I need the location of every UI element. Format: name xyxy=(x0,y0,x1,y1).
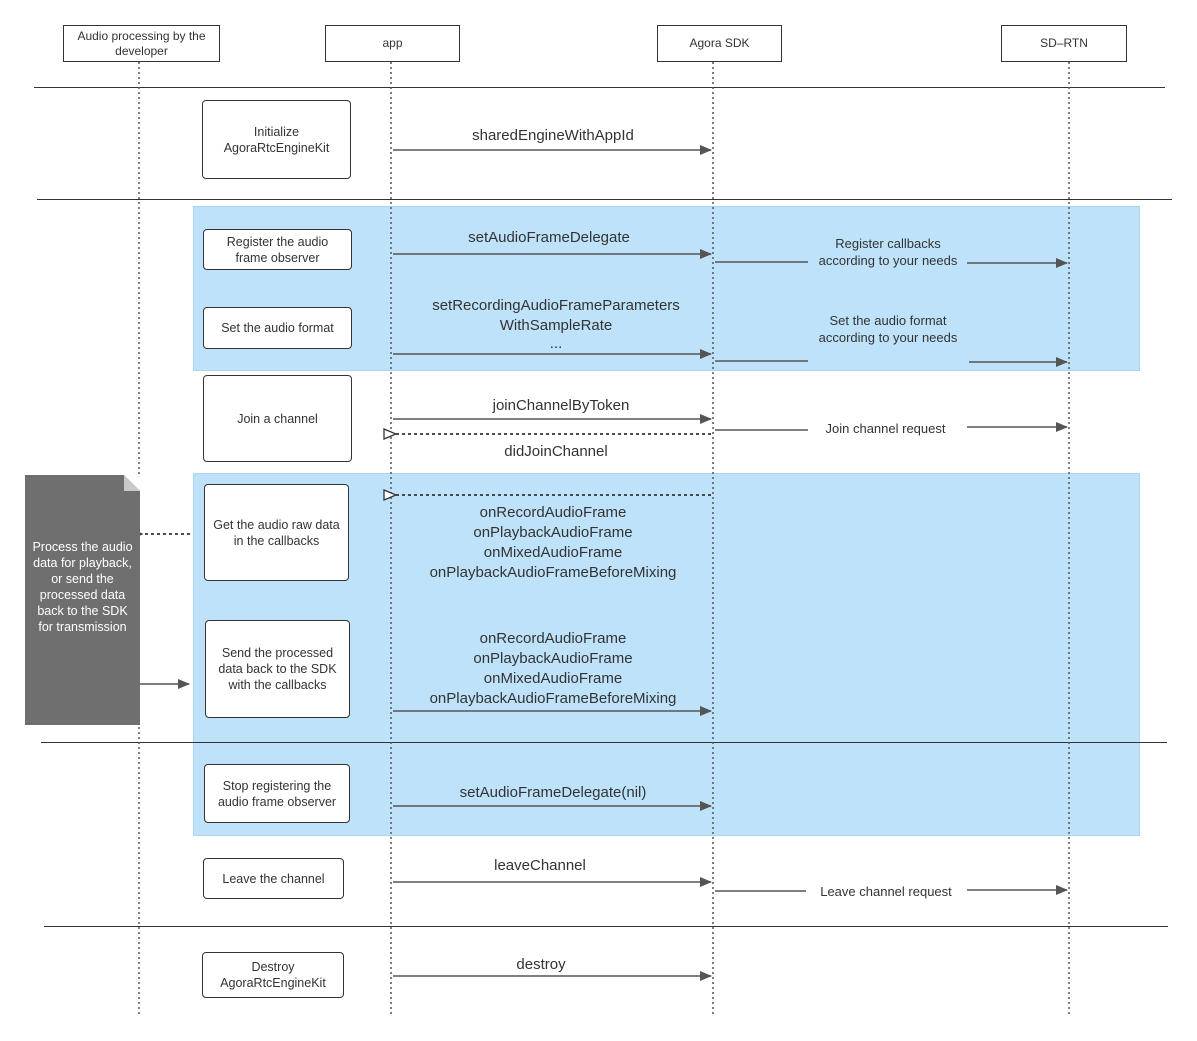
step-send-back: Send the processed data back to the SDK … xyxy=(205,620,350,718)
step-format-label: Set the audio format xyxy=(221,321,334,335)
participant-app-label: app xyxy=(382,36,403,50)
phase-separator xyxy=(34,87,1165,88)
msg-cb-mixed: onMixedAudioFrame xyxy=(483,544,623,561)
developer-process-note-text: Process the audio data for playback, or … xyxy=(32,540,133,634)
step-initialize: Initialize AgoraRtcEngineKit xyxy=(202,100,351,179)
developer-process-note: Process the audio data for playback, or … xyxy=(25,475,140,725)
participant-developer: Audio processing by the developer xyxy=(63,25,220,62)
participant-sdrtn-label: SD–RTN xyxy=(1040,36,1088,50)
msg-leave-channel: leaveChannel xyxy=(494,857,586,874)
note-join-request: Join channel request xyxy=(810,420,961,437)
step-destroy-label: Destroy AgoraRtcEngineKit xyxy=(220,960,326,990)
msg-cb-record: onRecordAudioFrame xyxy=(479,504,627,521)
msg-cb-playback: onPlaybackAudioFrame xyxy=(473,650,633,667)
phase-separator xyxy=(44,926,1168,927)
step-get-raw-label: Get the audio raw data in the callbacks xyxy=(213,517,340,548)
step-stop-registering: Stop registering the audio frame observe… xyxy=(204,764,350,823)
note-folded-corner xyxy=(124,475,140,491)
msg-cb-playback: onPlaybackAudioFrame xyxy=(473,524,633,541)
step-register-label: Register the audio frame observer xyxy=(226,234,329,265)
step-join-channel: Join a channel xyxy=(203,375,352,462)
msg-cb-before-mixing: onPlaybackAudioFrameBeforeMixing xyxy=(429,564,677,581)
note-leave-request: Leave channel request xyxy=(806,883,966,900)
participant-sd-rtn: SD–RTN xyxy=(1001,25,1127,62)
msg-destroy: destroy xyxy=(516,956,566,973)
phase-separator xyxy=(37,199,1172,200)
participant-sdk-label: Agora SDK xyxy=(689,36,750,50)
step-set-format: Set the audio format xyxy=(203,307,352,349)
step-register-observer: Register the audio frame observer xyxy=(203,229,352,270)
note-set-format: Set the audio format according to your n… xyxy=(809,312,967,346)
participant-developer-label: Audio processing by the developer xyxy=(77,28,206,58)
msg-set-recording-line3: ... xyxy=(549,335,563,352)
msg-raw-callbacks: onRecordAudioFrame onPlaybackAudioFrame … xyxy=(403,503,703,583)
step-initialize-label: Initialize AgoraRtcEngineKit xyxy=(223,124,330,155)
msg-send-callbacks: onRecordAudioFrame onPlaybackAudioFrame … xyxy=(403,629,703,709)
note-register-callbacks: Register callbacks according to your nee… xyxy=(810,235,966,269)
step-send-back-label: Send the processed data back to the SDK … xyxy=(218,646,337,692)
step-leave-label: Leave the channel xyxy=(222,871,325,886)
step-get-raw-data: Get the audio raw data in the callbacks xyxy=(204,484,349,581)
callback-band xyxy=(193,473,1140,836)
step-join-label: Join a channel xyxy=(237,411,318,426)
msg-set-recording-line1: setRecordingAudioFrameParameters xyxy=(432,297,680,314)
msg-set-recording-line2: WithSampleRate xyxy=(499,317,613,334)
step-stop-label: Stop registering the audio frame observe… xyxy=(217,778,337,809)
msg-set-delegate: setAudioFrameDelegate xyxy=(468,229,630,246)
phase-separator xyxy=(41,742,1167,743)
participant-agora-sdk: Agora SDK xyxy=(657,25,782,62)
msg-cb-mixed: onMixedAudioFrame xyxy=(483,670,623,687)
participant-app: app xyxy=(325,25,460,62)
msg-shared-engine: sharedEngineWithAppId xyxy=(472,127,634,144)
msg-join-token: joinChannelByToken xyxy=(492,397,630,414)
step-destroy: Destroy AgoraRtcEngineKit xyxy=(202,952,344,998)
msg-cb-before-mixing: onPlaybackAudioFrameBeforeMixing xyxy=(429,690,677,707)
msg-set-recording: setRecordingAudioFrameParameters WithSam… xyxy=(406,296,706,352)
msg-cb-record: onRecordAudioFrame xyxy=(479,630,627,647)
msg-did-join: didJoinChannel xyxy=(504,443,608,460)
step-leave-channel: Leave the channel xyxy=(203,858,344,899)
msg-set-delegate-nil: setAudioFrameDelegate(nil) xyxy=(459,784,647,801)
